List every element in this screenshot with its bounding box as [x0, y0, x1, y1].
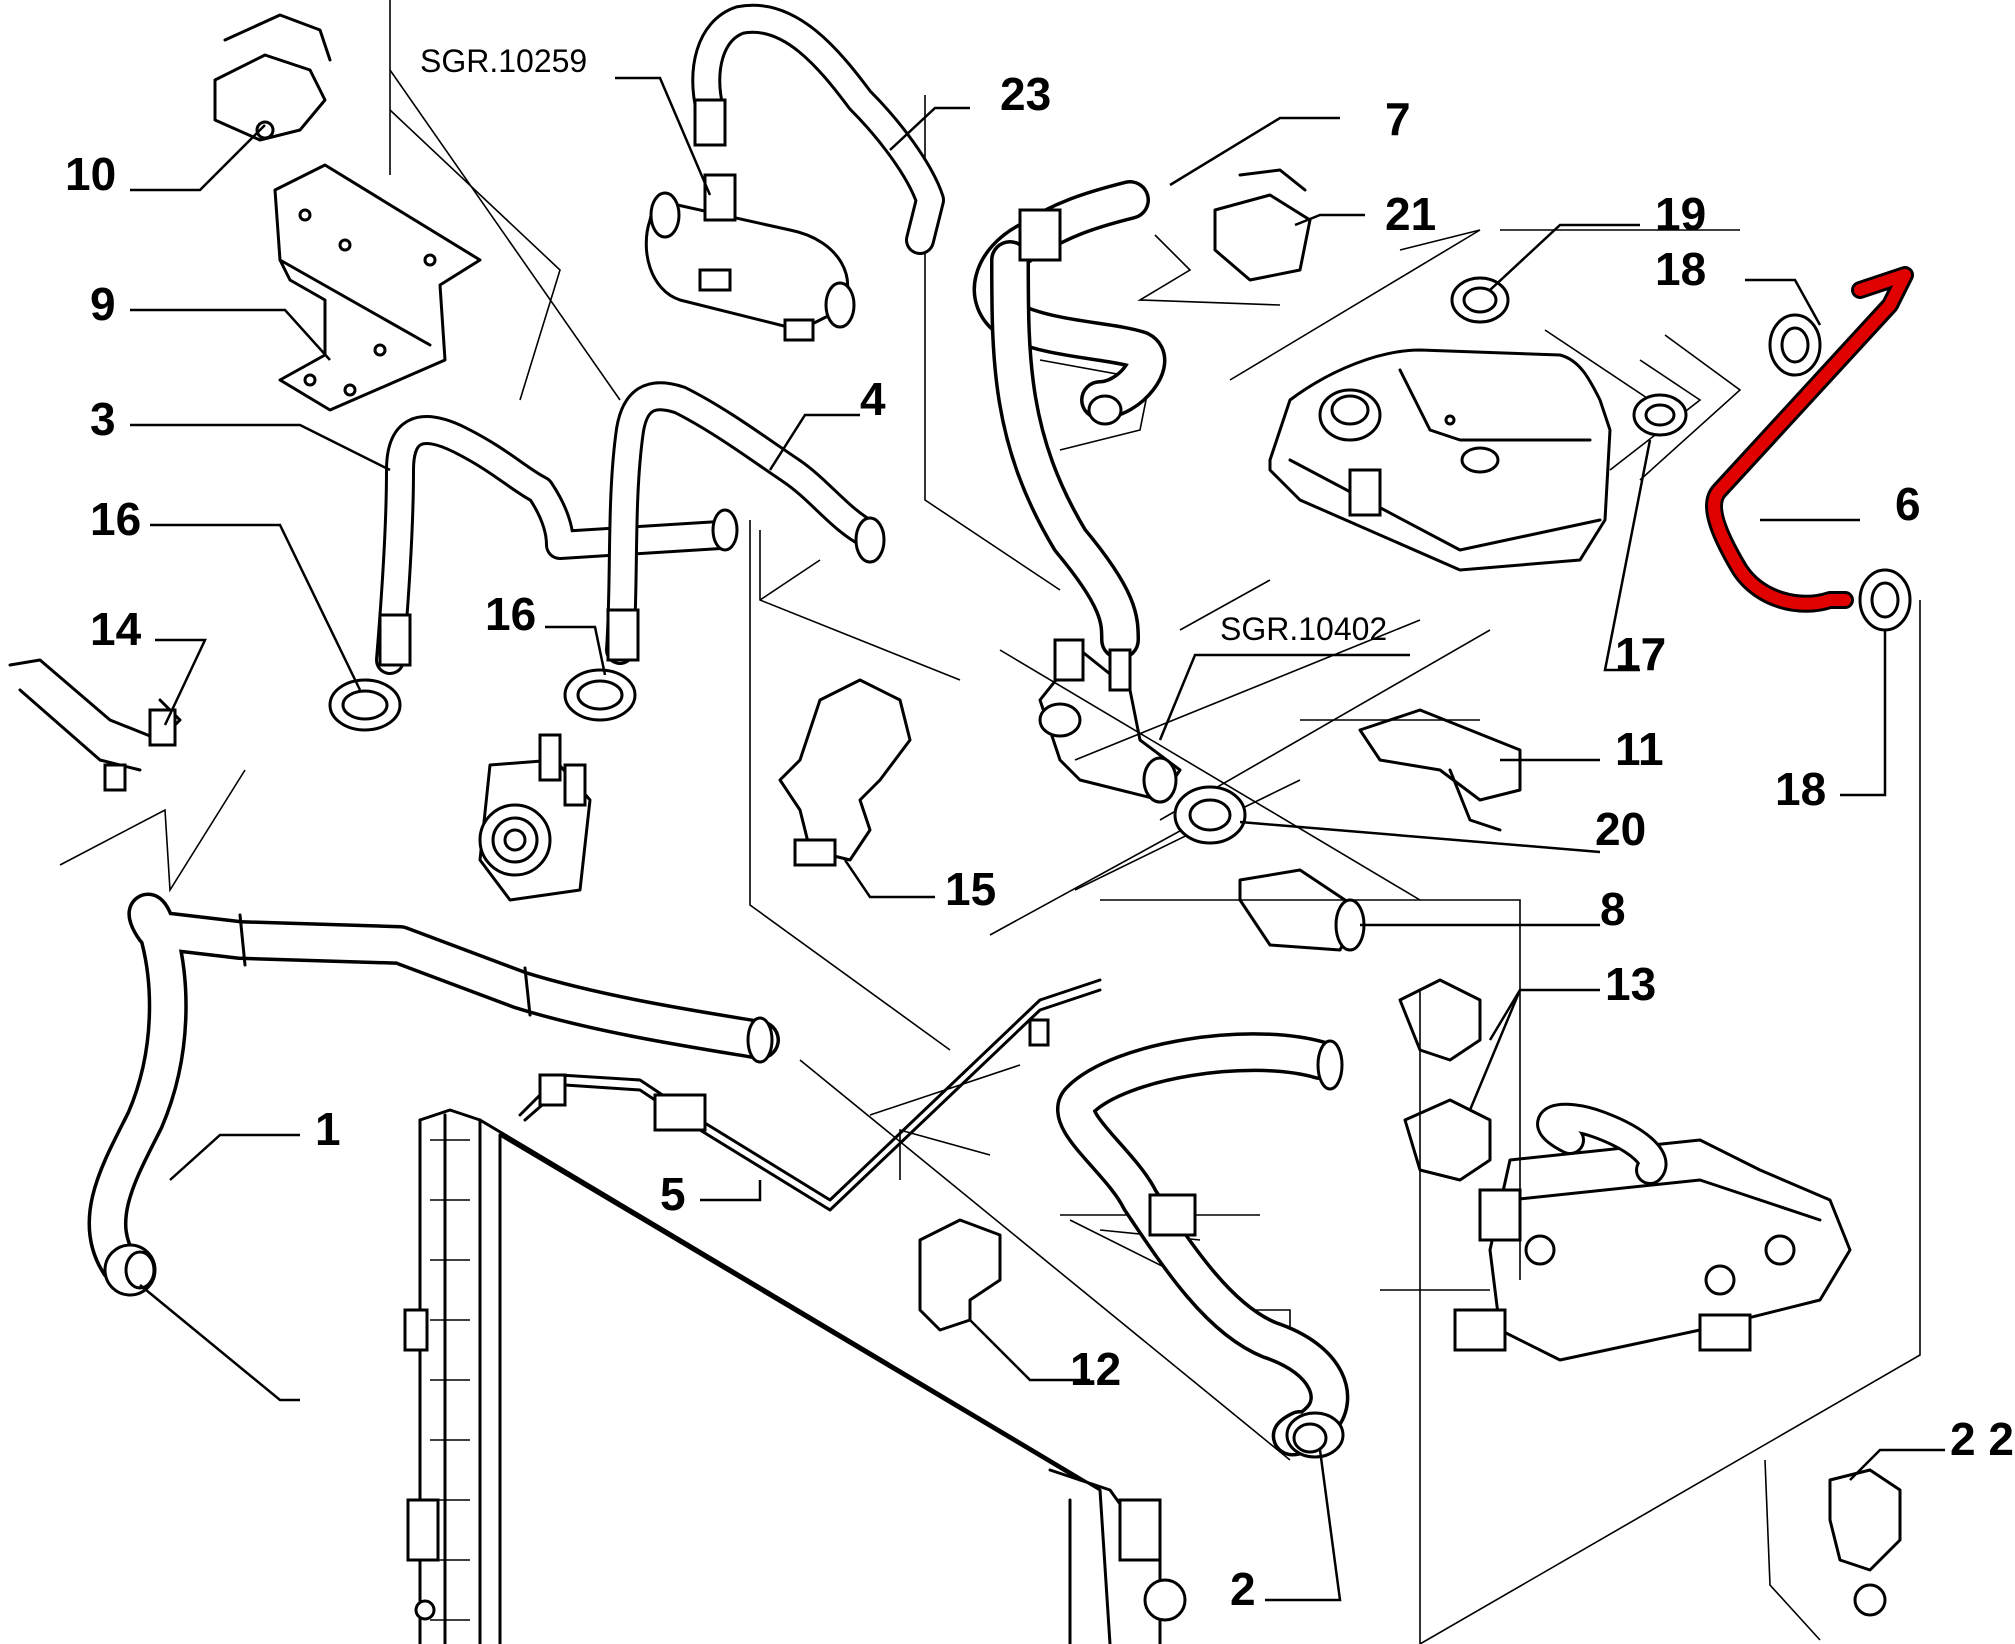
- bracket-11[interactable]: [1358, 708, 1522, 832]
- clamp-10[interactable]: [213, 13, 332, 142]
- callout-9: 9: [90, 278, 116, 330]
- callout-6: 6: [1895, 478, 1921, 530]
- hose-23[interactable]: [691, 3, 945, 255]
- hose-3[interactable]: [375, 415, 739, 675]
- callout-13: 13: [1605, 958, 1656, 1010]
- hose-1[interactable]: [87, 892, 780, 1297]
- clip-12[interactable]: [918, 1218, 1002, 1332]
- clip-13[interactable]: [1398, 978, 1492, 1182]
- ref-label-sgr-10259: SGR.10259: [420, 43, 587, 79]
- hose-7[interactable]: [972, 180, 1167, 660]
- callout-10: 10: [65, 148, 116, 200]
- thermostat-housing[interactable]: [1453, 1102, 1852, 1362]
- callout-7: 7: [1385, 93, 1411, 145]
- callout-16-left: 16: [90, 493, 141, 545]
- callout-3: 3: [90, 393, 116, 445]
- thermostat-sgr-10402[interactable]: [1038, 638, 1182, 804]
- callout-21: 21: [1385, 188, 1436, 240]
- callout-5: 5: [660, 1168, 686, 1220]
- radiator[interactable]: [403, 1108, 1187, 1644]
- clamp-18-bottom[interactable]: [1858, 568, 1912, 632]
- callout-14: 14: [90, 603, 142, 655]
- bracket-9[interactable]: [273, 163, 482, 412]
- callout-23: 23: [1000, 68, 1051, 120]
- expansion-tank[interactable]: [1268, 348, 1612, 572]
- bracket-15[interactable]: [778, 678, 912, 867]
- hose-8[interactable]: [1238, 868, 1366, 952]
- callout-15: 15: [945, 863, 996, 915]
- strap-14[interactable]: [8, 658, 182, 792]
- valve-sgr-10259[interactable]: [644, 173, 856, 342]
- bracket-21[interactable]: [1213, 168, 1312, 282]
- hose-4[interactable]: [605, 381, 886, 665]
- hose-6-highlighted[interactable]: [1705, 266, 1914, 613]
- callout-17: 17: [1615, 628, 1666, 680]
- callout-20: 20: [1595, 803, 1646, 855]
- callout-1: 1: [315, 1103, 341, 1155]
- leader-lines: [130, 76, 1945, 1602]
- pipe-5[interactable]: [518, 978, 1102, 1212]
- callout-18-top: 18: [1655, 243, 1706, 295]
- clamp-19[interactable]: [1450, 276, 1510, 324]
- clamp-16b[interactable]: [563, 668, 637, 722]
- callout-8: 8: [1600, 883, 1626, 935]
- callout-16-center: 16: [485, 588, 536, 640]
- callout-19: 19: [1655, 188, 1706, 240]
- oil-cooler[interactable]: [478, 733, 592, 902]
- callout-12: 12: [1070, 1343, 1121, 1395]
- hose-2[interactable]: [1056, 1032, 1350, 1459]
- callout-2: 2: [1230, 1563, 1256, 1615]
- clamp-17[interactable]: [1632, 393, 1688, 437]
- clip-22[interactable]: [1828, 1468, 1902, 1617]
- callout-22: 2 2: [1950, 1413, 2014, 1465]
- callout-18-bottom: 18: [1775, 763, 1826, 815]
- clamp-20[interactable]: [1173, 785, 1247, 845]
- clamp-18-top[interactable]: [1768, 313, 1822, 377]
- ref-label-sgr-10402: SGR.10402: [1220, 611, 1387, 647]
- callout-11: 11: [1615, 723, 1664, 775]
- clamp-16a[interactable]: [328, 678, 402, 732]
- callout-4: 4: [860, 373, 886, 425]
